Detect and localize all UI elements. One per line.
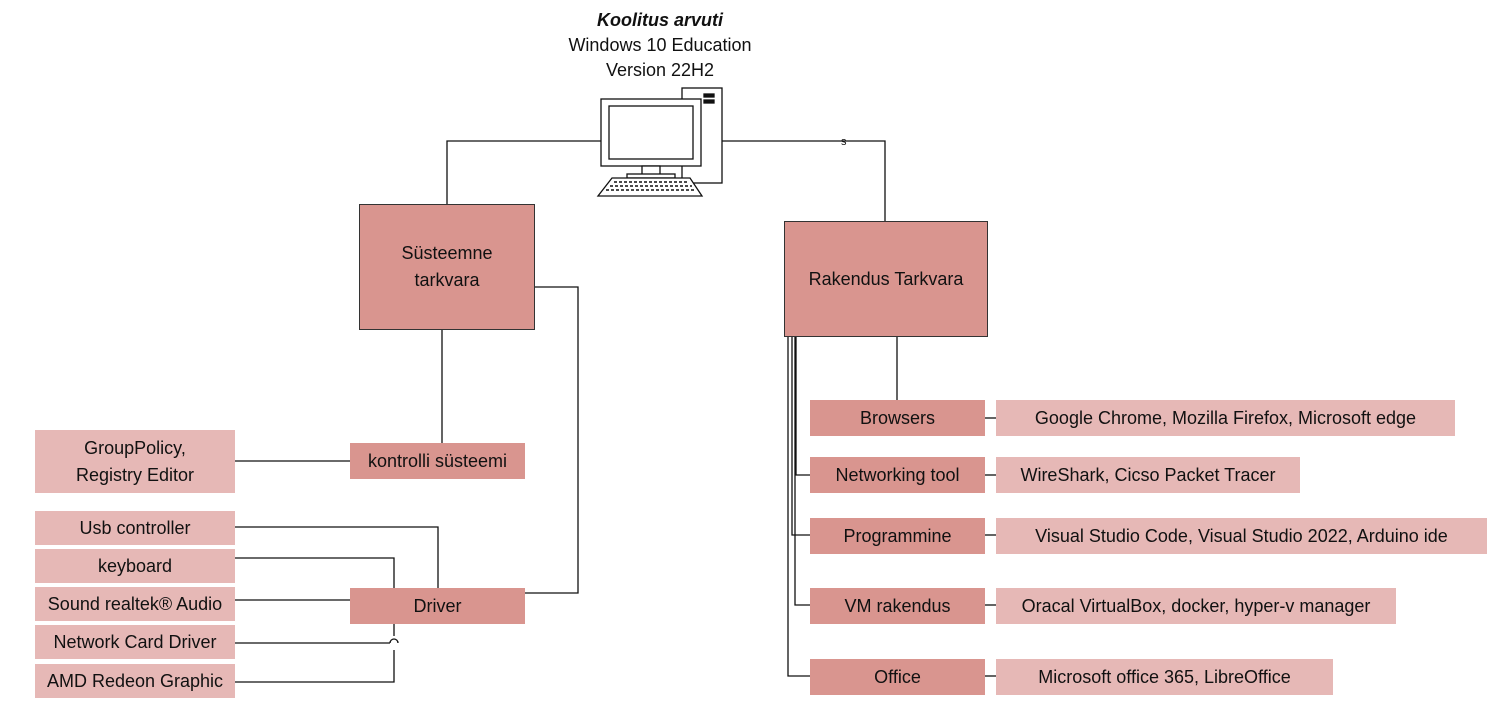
category-apps: Oracal VirtualBox, docker, hyper-v manag…	[996, 588, 1396, 624]
category-apps: WireShark, Cicso Packet Tracer	[996, 457, 1300, 493]
system-software-label: Süsteemne tarkvara	[401, 243, 493, 290]
category-box: Office	[810, 659, 985, 695]
category-label: Networking tool	[835, 464, 960, 485]
driver-item-label: Network Card Driver	[53, 631, 217, 652]
driver-item-label: Usb controller	[79, 517, 191, 538]
control-system-box: kontrolli süsteemi	[350, 443, 525, 479]
application-software-box: Rakendus Tarkvara	[784, 221, 988, 337]
category-label: Browsers	[859, 407, 935, 428]
category-box: Browsers	[810, 400, 985, 436]
category-label: VM rakendus	[844, 595, 951, 616]
driver-item: Sound realtek® Audio	[35, 587, 235, 621]
control-item-label: GroupPolicy, Registry Editor	[75, 437, 195, 485]
category-apps: Visual Studio Code, Visual Studio 2022, …	[996, 518, 1487, 554]
driver-item: keyboard	[35, 549, 235, 583]
os-version: Version 22H2	[605, 60, 715, 80]
diagram-title: Koolitus arvuti Windows 10 Education Ver…	[500, 8, 820, 83]
driver-item: Usb controller	[35, 511, 235, 545]
control-system-label: kontrolli süsteemi	[367, 450, 508, 471]
driver-box: Driver	[350, 588, 525, 624]
application-software-label: Rakendus Tarkvara	[808, 268, 964, 289]
control-item: GroupPolicy, Registry Editor	[35, 430, 235, 493]
category-apps-label: Google Chrome, Mozilla Firefox, Microsof…	[1034, 407, 1417, 428]
category-box: VM rakendus	[810, 588, 985, 624]
driver-label: Driver	[413, 595, 462, 616]
driver-item: Network Card Driver	[35, 625, 235, 659]
computer-name: Koolitus arvuti	[596, 10, 723, 30]
category-apps: Google Chrome, Mozilla Firefox, Microsof…	[996, 400, 1455, 436]
category-apps-label: Microsoft office 365, LibreOffice	[1038, 666, 1291, 687]
computer-icon	[596, 87, 723, 197]
driver-item-label: AMD Redeon Graphic	[46, 670, 224, 691]
category-label: Programmine	[843, 525, 952, 546]
category-apps-label: WireShark, Cicso Packet Tracer	[1020, 464, 1276, 485]
driver-item-label: Sound realtek® Audio	[47, 593, 223, 614]
category-box: Programmine	[810, 518, 985, 554]
category-apps: Microsoft office 365, LibreOffice	[996, 659, 1333, 695]
os-name: Windows 10 Education	[568, 35, 752, 55]
driver-item: AMD Redeon Graphic	[35, 664, 235, 698]
connector-mark: s	[841, 136, 847, 148]
driver-item-label: keyboard	[97, 555, 173, 576]
category-apps-label: Oracal VirtualBox, docker, hyper-v manag…	[1021, 595, 1371, 616]
system-software-box: Süsteemne tarkvara	[359, 204, 535, 330]
category-box: Networking tool	[810, 457, 985, 493]
category-label: Office	[874, 666, 921, 687]
category-apps-label: Visual Studio Code, Visual Studio 2022, …	[1035, 525, 1448, 546]
